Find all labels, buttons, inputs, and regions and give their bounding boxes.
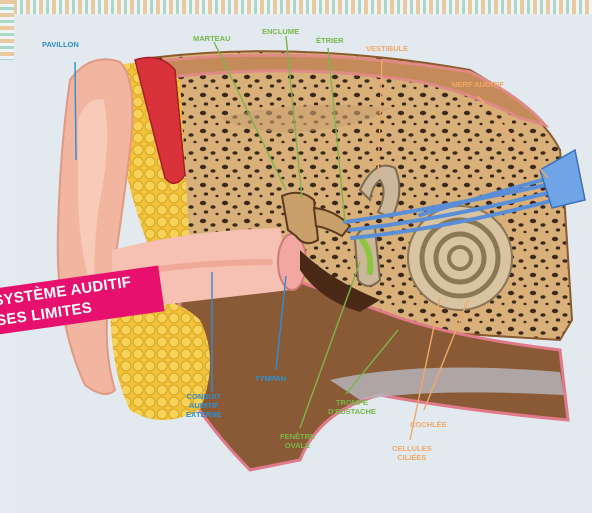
label-tympan: TYMPAN [255,374,286,383]
label-conduit-auditif-externe: CONDUIT AUDITIF EXTERNE [186,392,221,419]
label-etrier: ÉTRIER [316,36,344,45]
label-vestibule: VESTIBULE [366,44,408,53]
label-trompe-eustache: TROMPE D'EUSTACHE [328,398,376,416]
label-cellules-ciliees: CELLULES CILIÉES [392,444,432,462]
label-marteau: MARTEAU [193,34,231,43]
label-cochlee: COCHLÉE [410,420,447,429]
label-nerf-auditif: NERF AUDITIF [452,80,504,89]
label-fenetre-ovale: FENÊTRE OVALE [280,432,315,450]
label-enclume: ENCLUME [262,27,299,36]
label-pavillon: PAVILLON [42,40,79,49]
